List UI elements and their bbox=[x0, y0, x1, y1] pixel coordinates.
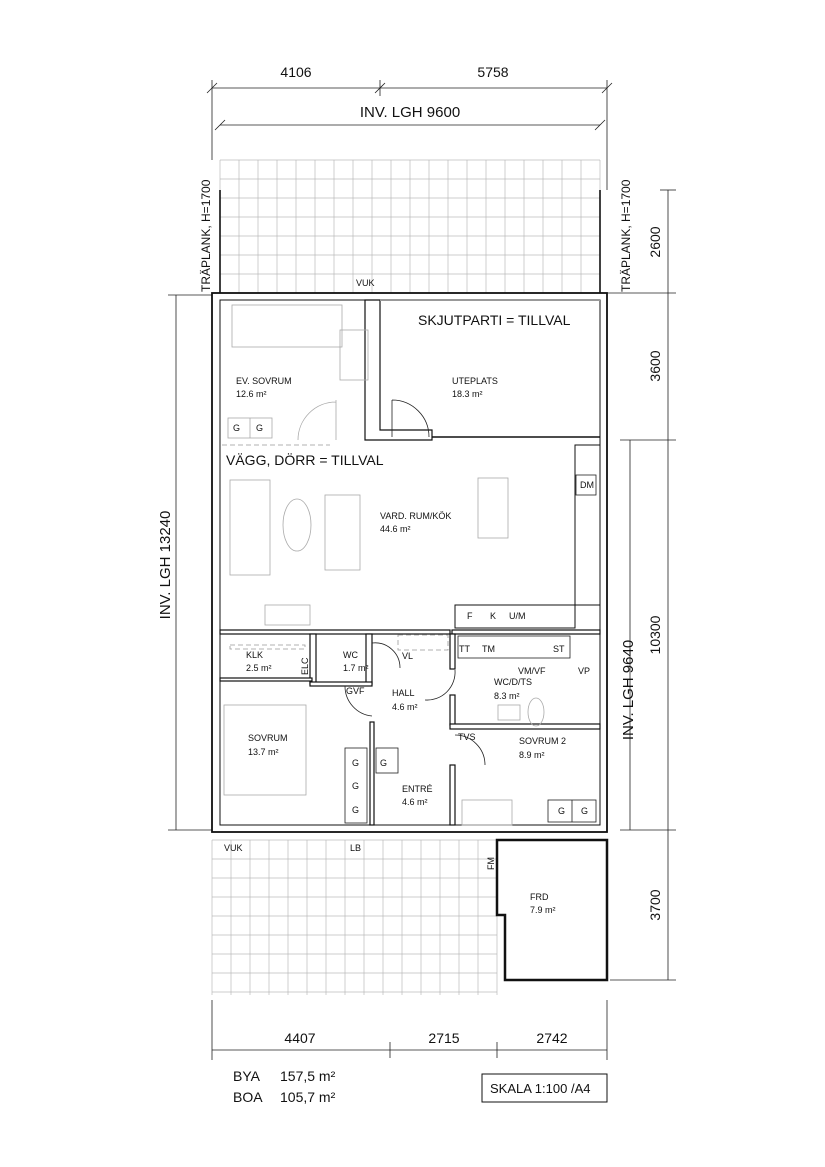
tag-elc: ELC bbox=[300, 657, 310, 675]
room-name: ENTRÉ bbox=[402, 784, 433, 794]
tag-um: U/M bbox=[509, 611, 526, 621]
tag-g: G bbox=[233, 423, 240, 433]
dim-left: INV. LGH 13240 bbox=[157, 511, 174, 620]
room-area: 7.9 m² bbox=[530, 905, 556, 915]
tag-vuk: VUK bbox=[356, 278, 375, 288]
dim-right-inner: INV. LGH 9640 bbox=[620, 640, 637, 740]
tag-vuk: VUK bbox=[224, 843, 243, 853]
tag-g: G bbox=[380, 758, 387, 768]
dim-bottom-3: 2742 bbox=[536, 1030, 567, 1046]
left-dimension: INV. LGH 13240 bbox=[157, 294, 212, 831]
tag-f: F bbox=[467, 611, 473, 621]
tag-tvs: TVS bbox=[458, 732, 476, 742]
tag-g: G bbox=[558, 806, 565, 816]
fence-label-left: TRÄPLANK, H=1700 bbox=[199, 179, 213, 292]
room-name: HALL bbox=[392, 688, 415, 698]
tag-g: G bbox=[352, 781, 359, 791]
room-area: 4.6 m² bbox=[402, 797, 428, 807]
room-area: 8.9 m² bbox=[519, 750, 545, 760]
dim-top-total: INV. LGH 9600 bbox=[360, 104, 460, 121]
room-area: 44.6 m² bbox=[380, 524, 411, 534]
bya-label: BYA bbox=[233, 1068, 261, 1084]
right-dimensions: 2600 3600 10300 3700 INV. LGH 9640 bbox=[600, 189, 676, 981]
room-name: UTEPLATS bbox=[452, 376, 498, 386]
dim-bottom-1: 4407 bbox=[284, 1030, 315, 1046]
tag-gvf: GVF bbox=[346, 686, 365, 696]
scale-label: SKALA 1:100 /A4 bbox=[490, 1081, 590, 1096]
tag-g: G bbox=[256, 423, 263, 433]
note-wall-door: VÄGG, DÖRR = TILLVAL bbox=[226, 451, 384, 468]
bottom-dimensions: 4407 2715 2742 bbox=[211, 1000, 608, 1060]
dim-top-1: 4106 bbox=[280, 64, 311, 80]
tag-tt: TT bbox=[459, 644, 470, 654]
boa-label: BOA bbox=[233, 1089, 263, 1105]
room-area: 13.7 m² bbox=[248, 747, 279, 757]
area-summary: BYA 157,5 m² BOA 105,7 m² bbox=[233, 1068, 336, 1105]
walls bbox=[211, 292, 609, 982]
tag-vmvf: VM/VF bbox=[518, 666, 546, 676]
dim-right-1: 2600 bbox=[647, 226, 663, 257]
room-area: 2.5 m² bbox=[246, 663, 272, 673]
room-name: EV. SOVRUM bbox=[236, 376, 292, 386]
tag-g: G bbox=[352, 758, 359, 768]
boa-value: 105,7 m² bbox=[280, 1089, 336, 1105]
room-name: SOVRUM bbox=[248, 733, 288, 743]
tag-vl: VL bbox=[402, 651, 413, 661]
room-name: FRD bbox=[530, 892, 549, 902]
room-area: 12.6 m² bbox=[236, 389, 267, 399]
room-name: VARD. RUM/KÖK bbox=[380, 511, 451, 521]
note-sliding: SKJUTPARTI = TILLVAL bbox=[418, 312, 571, 328]
tag-vp: VP bbox=[578, 666, 590, 676]
dim-bottom-2: 2715 bbox=[428, 1030, 459, 1046]
room-area: 1.7 m² bbox=[343, 663, 369, 673]
bya-value: 157,5 m² bbox=[280, 1068, 336, 1084]
dim-right-3: 10300 bbox=[647, 615, 663, 654]
tag-dm: DM bbox=[580, 480, 594, 490]
room-area: 4.6 m² bbox=[392, 702, 418, 712]
tag-st: ST bbox=[553, 644, 565, 654]
tag-g: G bbox=[352, 805, 359, 815]
room-labels: EV. SOVRUM 12.6 m² UTEPLATS 18.3 m² VARD… bbox=[236, 376, 566, 915]
bottom-terrace bbox=[211, 839, 498, 995]
fixture-tags: VUK VUK LB DM F K U/M TT TM ST VM/VF VP … bbox=[224, 278, 594, 870]
top-terrace bbox=[219, 159, 601, 294]
tag-lb: LB bbox=[350, 843, 361, 853]
tag-k: K bbox=[490, 611, 496, 621]
room-area: 18.3 m² bbox=[452, 389, 483, 399]
tag-g: G bbox=[581, 806, 588, 816]
room-name: SOVRUM 2 bbox=[519, 736, 566, 746]
dim-right-2: 3600 bbox=[647, 350, 663, 381]
tag-fm: FM bbox=[486, 857, 496, 870]
room-area: 8.3 m² bbox=[494, 691, 520, 701]
room-name: KLK bbox=[246, 650, 263, 660]
room-name: WC bbox=[343, 650, 358, 660]
room-name: WC/D/TS bbox=[494, 677, 532, 687]
fence-label-right: TRÄPLANK, H=1700 bbox=[619, 179, 633, 292]
dim-right-4: 3700 bbox=[647, 889, 663, 920]
dim-top-2: 5758 bbox=[477, 64, 508, 80]
tag-tm: TM bbox=[482, 644, 495, 654]
top-dimensions: 4106 5758 INV. LGH 9600 bbox=[206, 64, 613, 190]
